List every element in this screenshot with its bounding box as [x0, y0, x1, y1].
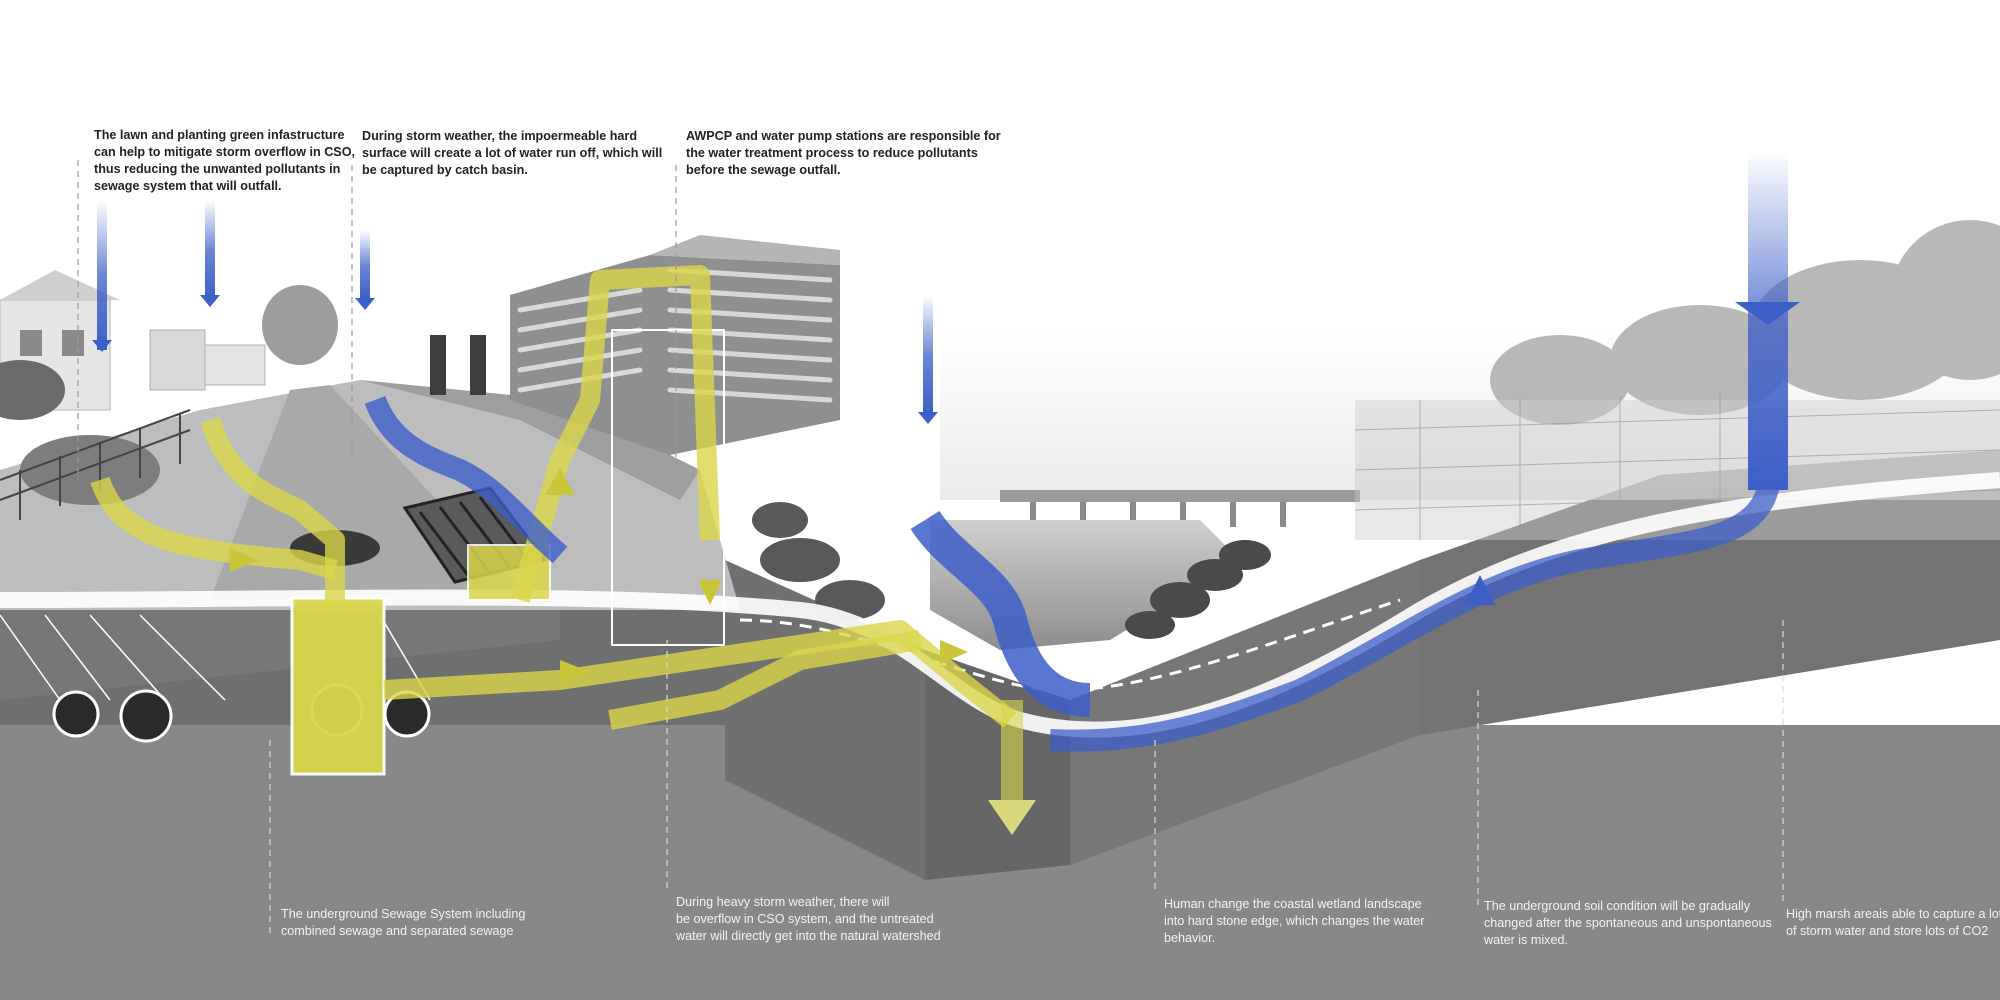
sewage-pipe-icon [52, 690, 100, 738]
street-runoff-flow [364, 395, 568, 564]
annotation-line: before the sewage outfall. [686, 162, 841, 177]
annotation-line: of storm water and store lots of CO2 [1786, 923, 1989, 938]
annotation-line: water is mixed. [1484, 932, 1568, 947]
annotation-line: The underground soil condition will be g… [1484, 899, 1751, 913]
section-frame [611, 329, 725, 646]
river-flow [910, 510, 1092, 717]
sewage-flow-arrow-icon [545, 468, 575, 495]
annotation-line: surface will create a lot of water run o… [362, 145, 663, 160]
sewage-pipe-icon [119, 689, 173, 743]
leader-lines-bottom [269, 620, 1784, 935]
stone-edge [1125, 540, 1271, 639]
annotation-underground-sewage: The underground Sewage System including … [281, 906, 525, 940]
annotation-line: be overflow in CSO system, and the untre… [676, 911, 934, 926]
sewage-flow-arrow-icon [698, 580, 722, 605]
street-trees [0, 285, 338, 505]
annotation-line: During heavy storm weather, there will [676, 895, 890, 909]
annotation-soil-condition: The underground soil condition will be g… [1484, 898, 1772, 949]
leader-lines [77, 160, 677, 480]
annotation-line: combined sewage and separated sewage [281, 923, 514, 938]
annotation-line: be captured by catch basin. [362, 162, 528, 177]
annotation-line: the water treatment process to reduce po… [686, 145, 978, 160]
soil-section-marsh [1420, 450, 2000, 735]
annotation-line: sewage system that will outfall. [94, 178, 282, 193]
annotation-line: changed after the spontaneous and unspon… [1484, 915, 1772, 930]
annotation-line: AWPCP and water pump stations are respon… [686, 129, 1001, 143]
storm-water-arrow-icon [92, 340, 112, 352]
coastal-trees [1490, 220, 2000, 425]
annotation-green-infrastructure: The lawn and planting green infastructur… [94, 127, 355, 195]
annotation-line: water will directly get into the natural… [676, 928, 941, 943]
groundwater-flow [1049, 477, 1781, 752]
sewage-flow-arrow-icon [230, 548, 258, 572]
soil-section-wetland [925, 650, 1070, 880]
annotation-line: During storm weather, the impoermeable h… [362, 129, 638, 143]
sewage-flow-arrow-icon [940, 640, 968, 664]
annotation-high-marsh: High marsh areais able to capture a lot … [1786, 906, 2000, 940]
rocks-cliff [752, 502, 885, 620]
annotation-line: thus reducing the unwanted pollutants in [94, 161, 341, 176]
storm-water-arrow-icon [918, 412, 938, 424]
annotation-line: The lawn and planting green infastructur… [94, 128, 345, 142]
annotation-treatment-plant: AWPCP and water pump stations are respon… [686, 128, 1001, 179]
sewage-chamber [290, 596, 386, 776]
storm-water-arrow-icon [200, 295, 220, 307]
annotation-line: can help to mitigate storm overflow in C… [94, 144, 356, 159]
storm-water-arrow-icon [1735, 302, 1800, 325]
sewage-flow-arrow-icon [560, 660, 590, 684]
annotation-line: behavior. [1164, 930, 1216, 945]
annotation-cso-overflow: During heavy storm weather, there will b… [676, 894, 941, 945]
fence-left [0, 409, 191, 520]
annotation-line: Human change the coastal wetland landsca… [1164, 897, 1422, 911]
storm-water-arrow-icon [1465, 575, 1495, 605]
sewage-flow-arrow-icon [988, 800, 1036, 835]
pipe-guide-lines [0, 614, 431, 701]
annotation-stone-edge: Human change the coastal wetland landsca… [1164, 896, 1424, 947]
annotation-line: High marsh areais able to capture a lot [1786, 907, 2000, 921]
annotation-line: into hard stone edge, which changes the … [1164, 913, 1425, 928]
bridge [1000, 490, 1360, 502]
rain-arrows [92, 150, 1800, 490]
annotation-hard-surface-runoff: During storm weather, the impoermeable h… [362, 128, 662, 179]
annotation-line: The underground Sewage System including [281, 907, 526, 921]
bridge-piers [1030, 502, 1286, 527]
storm-water-arrow-icon [355, 298, 375, 310]
